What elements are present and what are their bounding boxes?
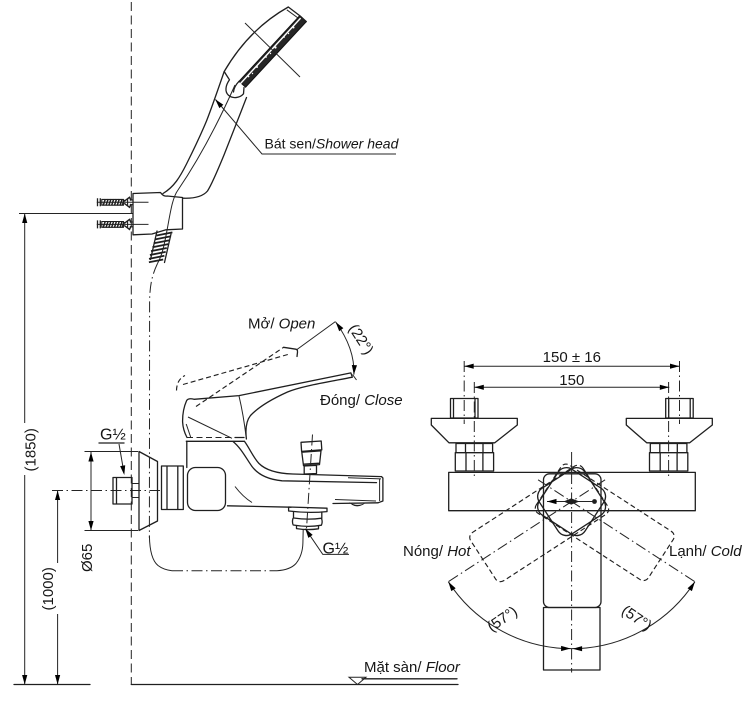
svg-text:150: 150	[559, 372, 584, 389]
svg-text:Đóng/ Close: Đóng/ Close	[320, 392, 403, 409]
svg-text:G½: G½	[323, 541, 349, 558]
svg-text:150 ± 16: 150 ± 16	[543, 349, 601, 366]
svg-text:Mặt sàn/ Floor: Mặt sàn/ Floor	[364, 659, 461, 676]
svg-text:(1000): (1000)	[40, 567, 57, 610]
svg-text:Lạnh/ Cold: Lạnh/ Cold	[669, 543, 742, 560]
svg-text:Nóng/ Hot: Nóng/ Hot	[403, 543, 471, 560]
svg-text:Bát sen/Shower head: Bát sen/Shower head	[265, 136, 400, 152]
svg-text:G½: G½	[100, 427, 126, 444]
svg-text:(1850): (1850)	[22, 428, 39, 471]
svg-text:Ø65: Ø65	[79, 544, 96, 572]
svg-text:Mở/ Open: Mở/ Open	[248, 316, 315, 333]
